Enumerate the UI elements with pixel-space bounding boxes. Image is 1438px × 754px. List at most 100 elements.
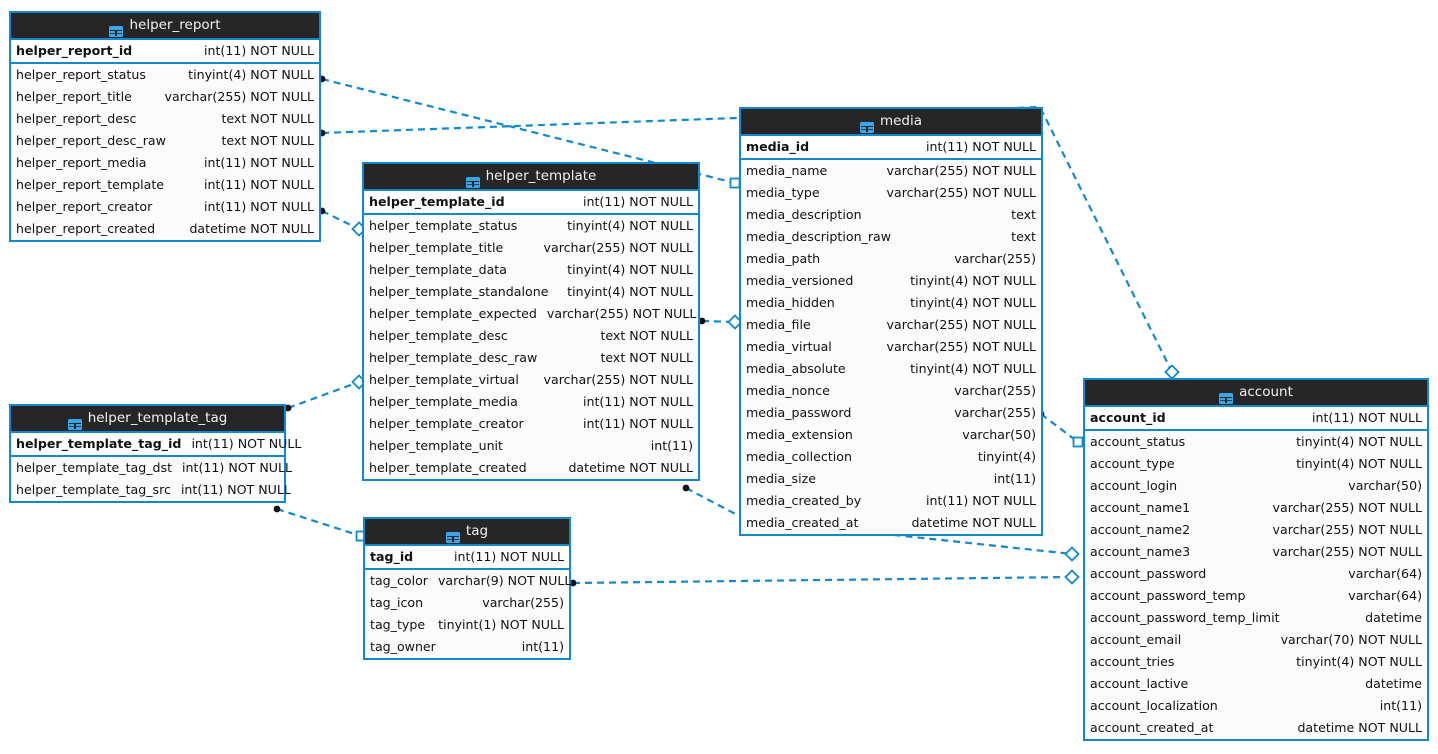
field-name: helper_template_unit xyxy=(369,438,503,453)
field-type: datetime xyxy=(1365,676,1422,691)
table-header-account[interactable]: account xyxy=(1085,380,1427,405)
field-name: helper_template_id xyxy=(369,194,505,209)
table-header-helper_template[interactable]: helper_template xyxy=(364,164,698,189)
relationship-line xyxy=(701,319,736,324)
field-type: varchar(255) NOT NULL xyxy=(886,163,1036,178)
field-type: text NOT NULL xyxy=(600,328,693,343)
table-header-tag[interactable]: tag xyxy=(365,519,569,544)
field-name: helper_template_media xyxy=(369,394,518,409)
relationship-rel-helper_report-helper_template xyxy=(318,207,367,237)
field-type: int(11) NOT NULL xyxy=(204,43,314,58)
field-type: varchar(64) xyxy=(1348,566,1422,581)
field-type: datetime NOT NULL xyxy=(911,515,1036,530)
field-name: helper_report_media xyxy=(16,155,147,170)
field-type: tinyint(4) NOT NULL xyxy=(188,67,314,82)
field-type: int(11) NOT NULL xyxy=(204,199,314,214)
field-name: helper_report_desc_raw xyxy=(16,133,166,148)
relationship-rel-tag-account xyxy=(569,569,1080,587)
table-header-helper_template_tag[interactable]: helper_template_tag xyxy=(11,406,284,431)
field-name: tag_icon xyxy=(370,595,424,610)
table-header-media[interactable]: media xyxy=(741,109,1041,134)
field-name: tag_type xyxy=(370,617,426,632)
field-name: media_description xyxy=(746,207,862,222)
field-row[interactable]: tag_icon varchar(255) xyxy=(365,592,569,614)
table-header-helper_report[interactable]: helper_report xyxy=(11,13,319,38)
field-name: helper_template_virtual xyxy=(369,372,519,387)
field-name: account_name2 xyxy=(1090,522,1191,537)
field-type: varchar(255) xyxy=(482,595,564,610)
